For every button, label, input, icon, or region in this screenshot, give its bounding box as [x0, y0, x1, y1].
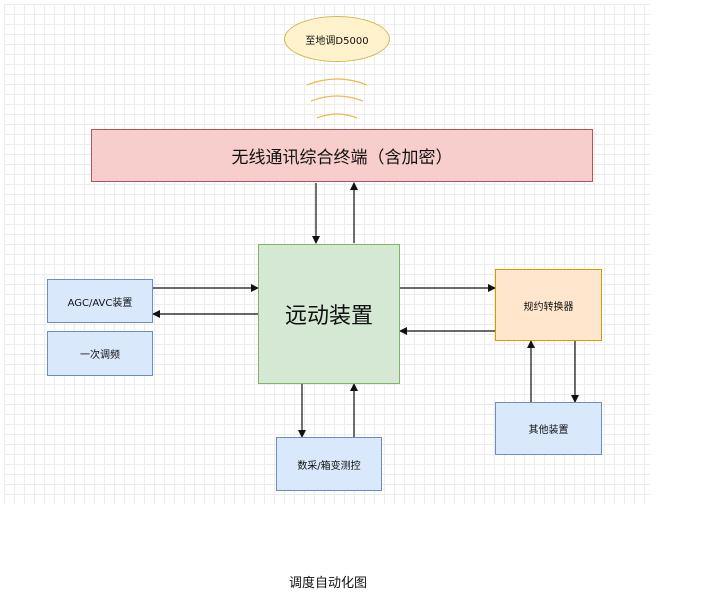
satellite-label: 至地调D5000	[305, 35, 369, 47]
data-acquisition-node: 数采/箱变测控	[276, 437, 382, 491]
wireless-terminal-node: 无线通讯综合终端（含加密）	[91, 129, 593, 182]
protocol-converter-label: 规约转换器	[523, 301, 574, 313]
other-devices-label: 其他装置	[528, 425, 569, 436]
primary-frequency-node: 一次调频	[47, 331, 153, 376]
rtu-label: 远动装置	[284, 304, 373, 329]
protocol-converter-node: 规约转换器	[495, 269, 602, 341]
satellite-node: 至地调D5000	[284, 16, 390, 62]
wireless-signal-icon	[306, 78, 368, 119]
agc-avc-label: AGC/AVC装置	[67, 297, 133, 309]
agc-avc-node: AGC/AVC装置	[47, 279, 153, 323]
data-acquisition-label: 数采/箱变测控	[297, 460, 361, 472]
other-devices-node: 其他装置	[495, 402, 602, 455]
wireless-terminal-label: 无线通讯综合终端（含加密）	[231, 148, 453, 168]
figure-caption: 调度自动化图	[288, 576, 367, 591]
primary-frequency-label: 一次调频	[80, 350, 120, 361]
rtu-node: 远动装置	[258, 244, 400, 384]
